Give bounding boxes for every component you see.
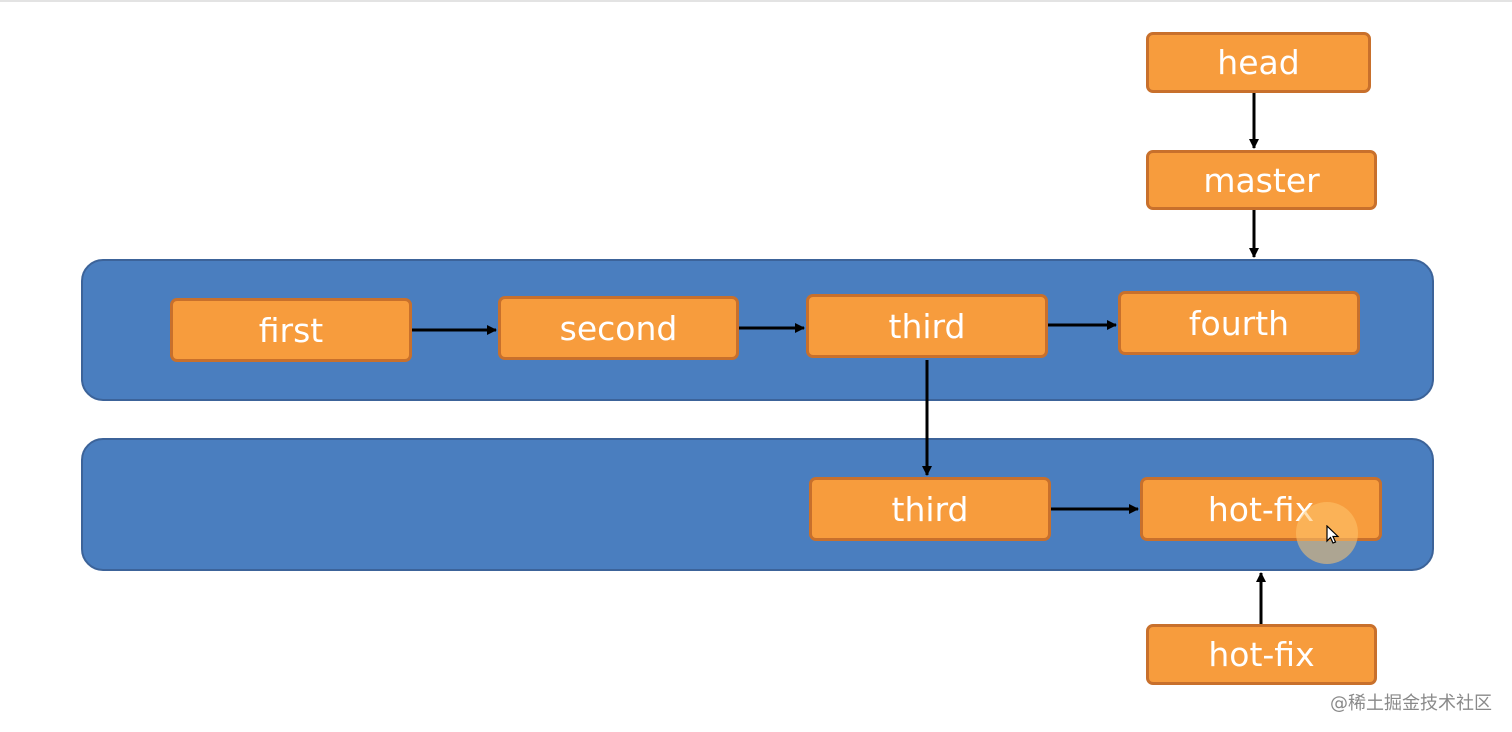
commit-node-second: second <box>498 296 739 360</box>
watermark: @稀土掘金技术社区 <box>1330 693 1492 714</box>
ref-label-head: head <box>1146 32 1371 93</box>
commit-node-fourth: fourth <box>1118 291 1360 355</box>
commit-node-first: first <box>170 298 412 362</box>
ref-label-hot-fix: hot-fix <box>1146 624 1377 685</box>
top-rule <box>0 0 1512 2</box>
commit-node-third: third <box>806 294 1048 358</box>
ref-label-master: master <box>1146 150 1377 210</box>
mouse-pointer-icon <box>1326 525 1340 544</box>
commit-node-third-branch: third <box>809 477 1051 541</box>
